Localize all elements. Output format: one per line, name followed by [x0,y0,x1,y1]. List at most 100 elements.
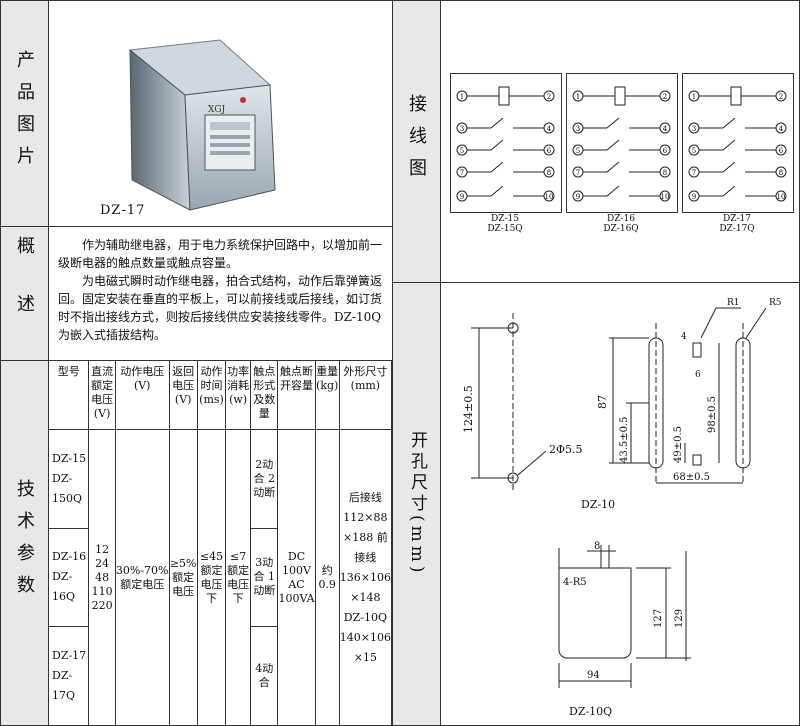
wiring-model: DZ-15Q [487,224,523,234]
cutout-label: 开孔尺寸(mm) [407,431,427,577]
terminal-label: 5 [576,147,580,155]
model-cell: DZ-16 DZ-16Q [47,527,90,628]
terminal-label: 1 [576,93,580,101]
wiring-label: 接线图 [406,93,427,190]
terminal-label: 8 [663,169,667,177]
col-operate-voltage: 动作电压(V) [114,360,170,430]
wiring-model: DZ-15 [491,214,519,224]
rated-voltage-cell: 12 24 48 110 220 [88,429,116,726]
terminal-label: 10 [661,193,670,201]
overview-paragraph-2: 为电磁式瞬时动作继电器，拍合式结构，动作后靠弹簧返回。固定安装在垂直的平板上，可… [58,274,383,342]
dim-label: 6 [695,370,701,380]
dim-label: 49±0.5 [673,426,684,463]
drawing-label: DZ-10 [581,498,615,511]
overview-body: 作为辅助继电器，用于电力系统保护回路中，以增加前一级断电器的触点数量或触点容量。… [58,236,384,344]
wiring-diagram-3: 1 2 3 4 5 6 7 8 9 10 [682,73,794,213]
terminal-label: 10 [777,193,786,201]
dim-label: 98±0.5 [707,396,718,433]
overview-header: 概述 [1,227,48,360]
col-weight: 重量(kg) [314,360,340,430]
dim-label: R1 [727,298,740,308]
wiring-diagram-2: 1 2 3 4 5 6 7 8 9 10 [566,73,678,213]
terminal-label: 4 [547,125,552,133]
terminal-label: 7 [692,169,696,177]
dim-label: 4-R5 [563,577,587,588]
terminal-label: 3 [576,125,580,133]
model-cell: DZ-15 DZ-150Q [47,429,90,529]
terminal-label: 4 [663,125,668,133]
col-model: 型号 [47,360,90,430]
drawing-label: DZ-10Q [569,705,612,718]
wiring-schematic: 1 2 3 4 5 6 7 8 9 10 [456,86,555,202]
wiring-caption-1: DZ-15 DZ-15Q [450,214,560,234]
terminal-label: 5 [460,147,464,155]
terminal-label: 3 [692,125,696,133]
wiring-schematic: 1 2 3 4 5 6 7 8 9 10 [572,86,671,202]
terminal-label: 10 [545,193,554,201]
wiring-header: 接线图 [393,1,440,282]
contacts-cell: 3动合 1动断 [250,527,279,628]
terminal-label: 6 [663,147,668,155]
product-image-header: 产品图片 [1,1,48,226]
col-operate-time: 动作时间(ms) [196,360,227,430]
terminal-label: 9 [576,193,580,201]
col-rated-voltage: 直流额定电压(V) [88,360,116,430]
spec-header-row: 型号 直流额定电压(V) 动作电压(V) 返回电压(V) 动作时间(ms) 功率… [47,360,393,430]
specs-label: 技术参数 [14,479,35,607]
product-caption: DZ-17 [100,203,146,218]
wiring-model: DZ-16 [607,214,635,224]
terminal-label: 3 [460,125,464,133]
dim-label: 4 [681,332,687,342]
operate-time-cell: ≤45额定电压下 [196,429,227,726]
table-row: DZ-17 DZ-17Q 4动合 [47,626,392,726]
terminal-label: 8 [779,169,783,177]
specs-header: 技术参数 [1,361,48,725]
dim-label: 2Φ5.5 [549,443,583,456]
overview-label: 概述 [14,235,35,352]
table-row: DZ-16 DZ-16Q 3动合 1动断 [47,527,392,628]
wiring-model: DZ-17 [723,214,751,224]
col-capacity: 触点断开容量 [277,360,316,430]
terminal-label: 9 [692,193,696,201]
terminal-label: 7 [460,169,464,177]
wiring-diagram-1: 1 2 3 4 5 6 7 8 9 10 [450,73,562,213]
relay-photo: XGJ [128,39,276,211]
terminal-label: 7 [576,169,580,177]
dim-label: 87 [596,395,609,409]
terminal-label: 1 [692,93,696,101]
power-cell: ≤7额定电压下 [225,429,252,726]
operate-voltage-cell: 30%-70%额定电压 [114,429,170,726]
dim-label: 68±0.5 [673,472,710,483]
spec-table: 型号 直流额定电压(V) 动作电压(V) 返回电压(V) 动作时间(ms) 功率… [47,360,393,726]
dim-label: 43.5±0.5 [619,416,630,463]
product-image-label: 产品图片 [14,49,35,178]
overview-paragraph-1: 作为辅助继电器，用于电力系统保护回路中，以增加前一级断电器的触点数量或触点容量。 [58,238,383,270]
dim-label: 124±0.5 [462,385,475,433]
terminal-label: 2 [547,93,551,101]
terminal-label: 6 [547,147,552,155]
col-power: 功率消耗(w) [225,360,252,430]
terminal-label: 2 [663,93,667,101]
weight-cell: 约0.9 [314,429,340,726]
dim-label: 94 [587,670,600,681]
table-row: DZ-15 DZ-150Q 12 24 48 110 220 30%-70%额定… [47,429,393,726]
wiring-caption-2: DZ-16 DZ-16Q [566,214,676,234]
terminal-label: 9 [460,193,464,201]
col-release-voltage: 返回电压(V) [168,360,198,430]
cutout-drawings: 124±0.5 2Φ5.5 R1 R5 4 6 87 43.5±0.5 49±0… [462,298,782,718]
model-cell: DZ-17 DZ-17Q [47,626,90,726]
capacity-cell: DC 100V AC 100VA [277,429,316,726]
terminal-label: 4 [779,125,784,133]
dimensions-cell: 后接线 112×88 ×188 前接线 136×106 ×148 DZ-10Q … [338,429,393,726]
terminal-label: 2 [779,93,783,101]
terminal-label: 6 [779,147,784,155]
dim-label: 129 [674,609,685,628]
dim-label: 8 [594,541,600,552]
cutout-header: 开孔尺寸(mm) [393,283,440,725]
wiring-caption-3: DZ-17 DZ-17Q [682,214,792,234]
dim-label: 127 [653,609,664,628]
wiring-model: DZ-16Q [603,224,639,234]
terminal-label: 8 [547,169,551,177]
col-dimensions: 外形尺寸(mm) [338,360,393,430]
col-contacts: 触点形式及数量 [250,360,279,430]
